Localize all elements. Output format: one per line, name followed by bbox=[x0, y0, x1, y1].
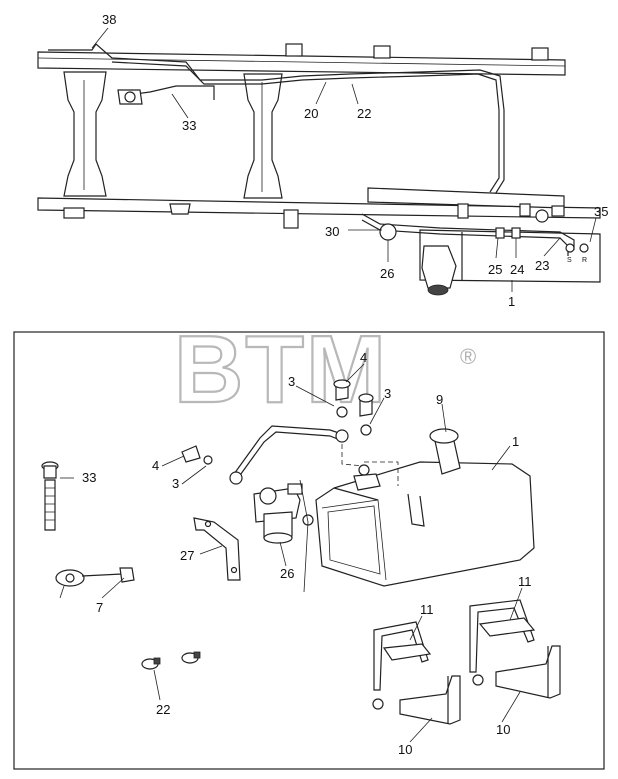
detail-callout-27: 27 bbox=[180, 548, 194, 563]
tank-strainer bbox=[41, 461, 74, 531]
fuel-tank bbox=[315, 428, 535, 587]
callout-33: 33 bbox=[182, 118, 196, 133]
detail-callout-3-right: 3 bbox=[384, 386, 391, 401]
detail-callout-33: 33 bbox=[82, 470, 96, 485]
detail-callout-22: 22 bbox=[156, 702, 170, 717]
callout-35: 35 bbox=[594, 204, 608, 219]
detail-callout-3-left: 3 bbox=[288, 374, 295, 389]
fuel-sender bbox=[55, 567, 135, 599]
callout-38: 38 bbox=[102, 12, 116, 27]
port-label-s: S bbox=[567, 257, 572, 264]
detail-leader-lines bbox=[101, 363, 523, 743]
detail-callout-3-lower: 3 bbox=[172, 476, 179, 491]
detail-callout-10-right: 10 bbox=[496, 722, 510, 737]
detail-callout-1: 1 bbox=[512, 434, 519, 449]
detail-callout-7: 7 bbox=[96, 600, 103, 615]
chassis-callouts: 38 33 20 22 35 30 26 25 24 23 1 S R bbox=[102, 12, 608, 309]
callout-25: 25 bbox=[488, 262, 502, 277]
detail-callout-11-right: 11 bbox=[518, 574, 532, 589]
detail-callout-26: 26 bbox=[280, 566, 294, 581]
callout-26: 26 bbox=[380, 266, 394, 281]
detail-callout-4-left: 4 bbox=[152, 458, 159, 473]
filter-bracket bbox=[193, 517, 241, 581]
chassis-leader-lines bbox=[91, 27, 597, 292]
callout-20: 20 bbox=[304, 106, 318, 121]
detail-callouts: 4 3 3 9 1 33 4 3 27 26 7 11 11 22 10 10 bbox=[82, 350, 532, 757]
callout-23: 23 bbox=[535, 258, 549, 273]
callout-24: 24 bbox=[510, 262, 524, 277]
detail-callout-4-top: 4 bbox=[360, 350, 367, 365]
fuel-filter bbox=[253, 479, 314, 593]
hose-clamps bbox=[141, 651, 201, 670]
detail-callout-10-left: 10 bbox=[398, 742, 412, 757]
callout-22: 22 bbox=[357, 106, 371, 121]
callout-30: 30 bbox=[325, 224, 339, 239]
registered-mark: ® bbox=[460, 344, 476, 369]
detail-callout-9: 9 bbox=[436, 392, 443, 407]
watermark: BTM ® bbox=[173, 315, 476, 424]
watermark-text: BTM bbox=[174, 316, 388, 423]
port-label-r: R bbox=[582, 257, 587, 264]
chassis-frame-view bbox=[37, 43, 601, 296]
detail-frame bbox=[13, 331, 605, 770]
tank-straps bbox=[373, 599, 536, 691]
callout-1: 1 bbox=[508, 294, 515, 309]
tank-support-brackets bbox=[372, 645, 561, 725]
detail-callout-11-left: 11 bbox=[420, 602, 434, 617]
